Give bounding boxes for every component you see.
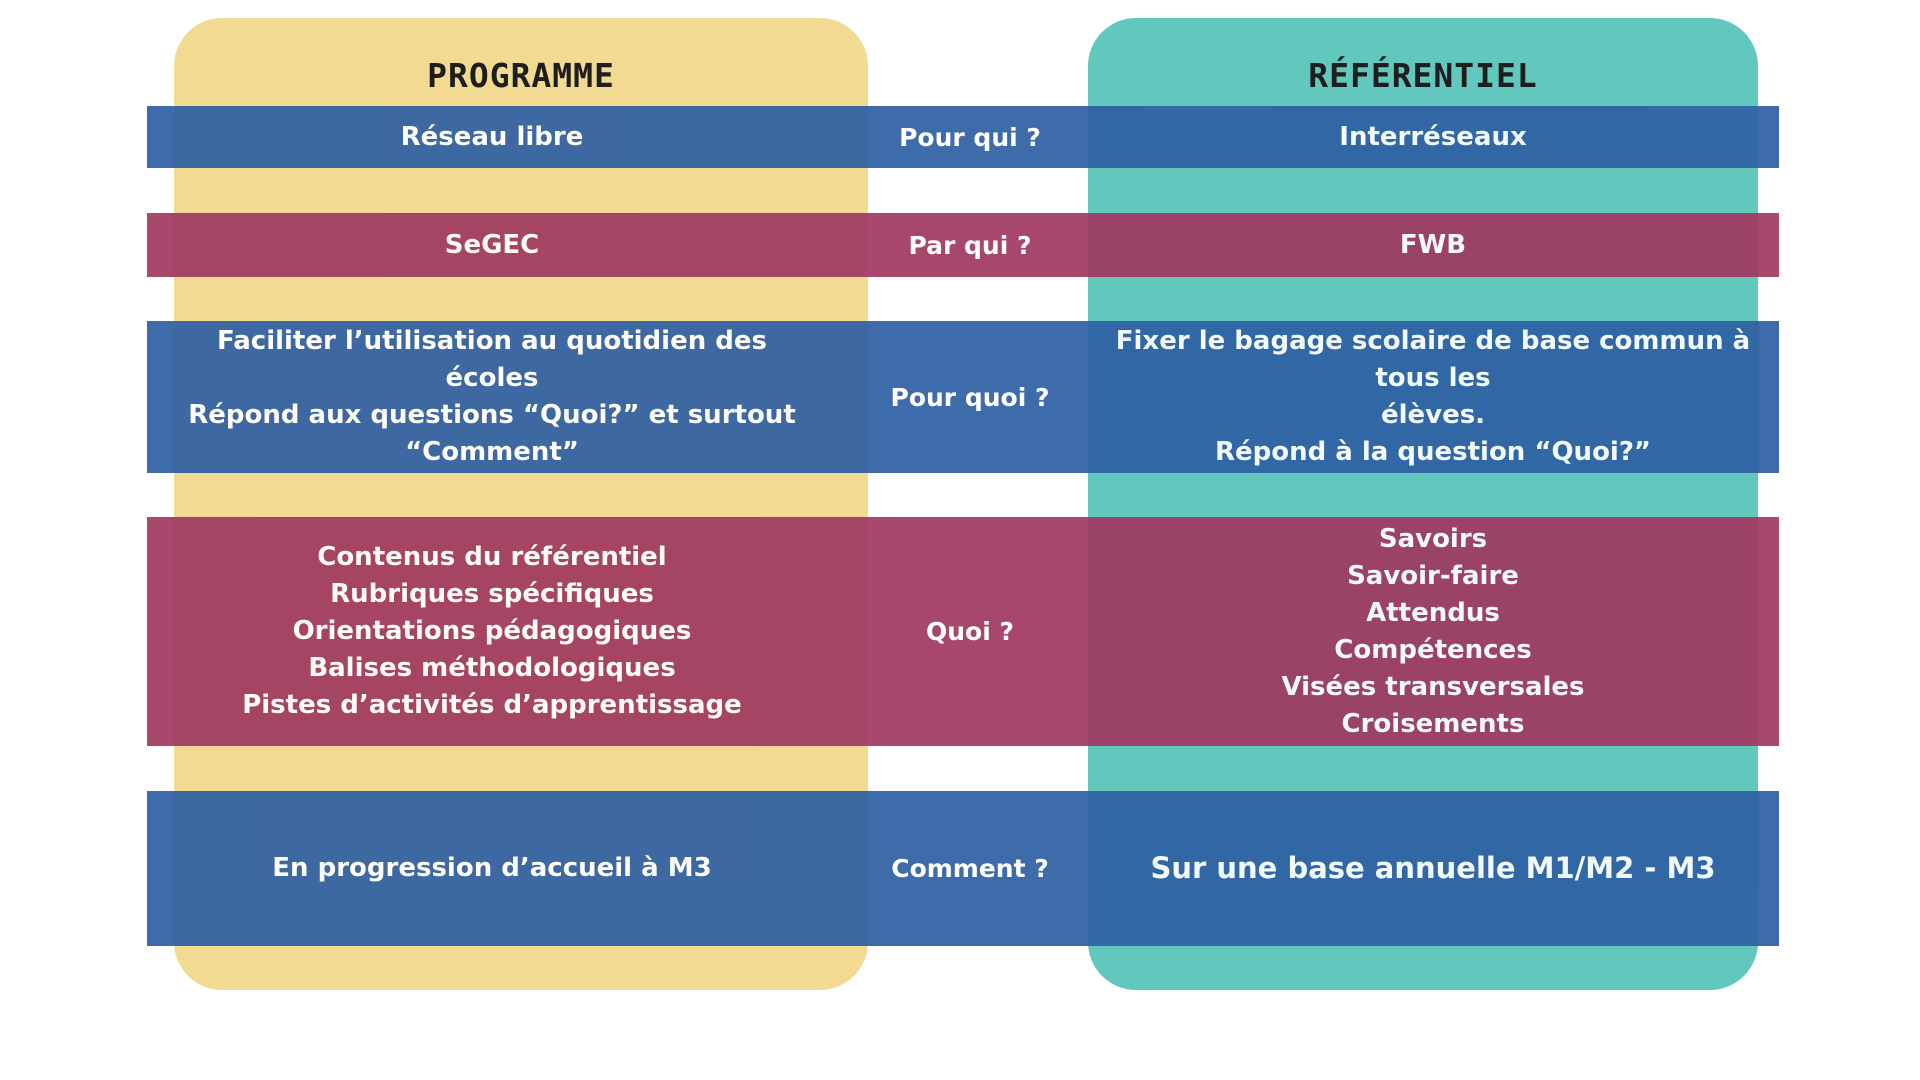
referentiel-cell: FWB <box>1087 213 1779 277</box>
programme-cell: Réseau libre <box>147 106 837 168</box>
cell-line: Pistes d’activités d’apprentissage <box>242 690 742 720</box>
cell-line: Fixer le bagage scolaire de base commun … <box>1115 326 1751 393</box>
cell-line: Réseau libre <box>400 121 584 152</box>
cell-line: Interréseaux <box>1339 121 1527 152</box>
cell-line: En progression d’accueil à M3 <box>272 853 712 883</box>
referentiel-cell: Interréseaux <box>1087 106 1779 168</box>
row-quoi: Contenus du référentiel Rubriques spécif… <box>147 517 1779 746</box>
programme-cell: SeGEC <box>147 213 837 277</box>
cell-line: FWB <box>1399 229 1467 260</box>
cell-line: Balises méthodologiques <box>308 653 676 683</box>
question-label: Comment ? <box>891 854 1049 883</box>
cell-line: élèves. <box>1380 400 1486 430</box>
cell-line: Visées transversales <box>1281 671 1585 702</box>
question-label: Pour quoi ? <box>890 382 1050 412</box>
question-label: Par qui ? <box>908 230 1032 260</box>
referentiel-cell: Savoirs Savoir-faire Attendus Compétence… <box>1087 517 1779 746</box>
cell-line: Faciliter l’utilisation au quotidien des… <box>217 326 767 393</box>
question-label: Pour qui ? <box>899 122 1041 152</box>
cell-line: Compétences <box>1334 634 1532 665</box>
row-pour-quoi: Faciliter l’utilisation au quotidien des… <box>147 321 1779 473</box>
cell-line: Attendus <box>1366 597 1500 628</box>
referentiel-title: RÉFÉRENTIEL <box>1308 56 1538 95</box>
referentiel-cell: Fixer le bagage scolaire de base commun … <box>1087 321 1779 473</box>
cell-line: Répond à la question “Quoi?” <box>1214 437 1652 467</box>
programme-cell: Contenus du référentiel Rubriques spécif… <box>147 517 837 746</box>
cell-line: Répond aux questions “Quoi?” et surtout <box>188 400 796 430</box>
referentiel-cell: Sur une base annuelle M1/M2 - M3 <box>1087 791 1779 946</box>
cell-line: Savoir-faire <box>1347 560 1519 591</box>
row-comment: En progression d’accueil à M3 Comment ? … <box>147 791 1779 946</box>
programme-cell: En progression d’accueil à M3 <box>147 791 837 946</box>
cell-line: Sur une base annuelle M1/M2 - M3 <box>1150 851 1716 885</box>
programme-title: PROGRAMME <box>427 56 615 95</box>
cell-line: Rubriques spécifiques <box>330 579 654 609</box>
programme-cell: Faciliter l’utilisation au quotidien des… <box>147 321 837 473</box>
cell-line: “Comment” <box>405 437 579 467</box>
row-par-qui: SeGEC Par qui ? FWB <box>147 213 1779 277</box>
cell-line: Croisements <box>1341 708 1525 739</box>
cell-line: Contenus du référentiel <box>317 542 667 572</box>
cell-line: Orientations pédagogiques <box>292 616 692 646</box>
cell-line: Savoirs <box>1378 523 1488 554</box>
question-label: Quoi ? <box>925 617 1014 646</box>
cell-line: SeGEC <box>444 229 540 260</box>
row-pour-qui: Réseau libre Pour qui ? Interréseaux <box>147 106 1779 168</box>
